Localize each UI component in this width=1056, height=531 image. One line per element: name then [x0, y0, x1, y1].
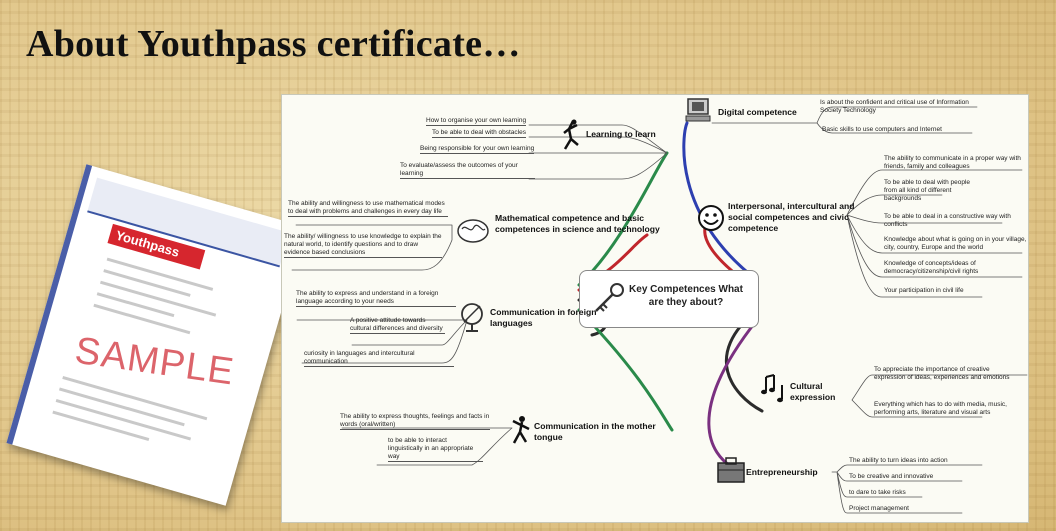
- branch-cultural: Cultural expression: [790, 381, 836, 402]
- leaf-interpersonal-3: To be able to deal in a constructive way…: [884, 213, 1011, 228]
- leaf-entrepreneurship-1: The ability to turn ideas into action: [849, 457, 948, 464]
- leaf-learning-4: To evaluate/assess the outcomes of your …: [400, 162, 535, 179]
- key-icon: [595, 283, 624, 312]
- leaf-mother-1: The ability to express thoughts, feeling…: [340, 413, 490, 430]
- leaf-learning-2: To be able to deal with obstacles: [432, 129, 526, 138]
- branch-learning-to-learn: Learning to learn: [586, 129, 656, 139]
- slide-title: About Youthpass certificate…: [26, 23, 521, 65]
- computer-icon: [685, 98, 711, 122]
- leaf-interpersonal-6: Your participation in civil life: [884, 287, 964, 294]
- leaf-digital-2: Basic skills to use computers and Intern…: [822, 126, 942, 133]
- leaf-cultural-2: Everything which has to do with media, m…: [874, 401, 1007, 416]
- branch-interpersonal: Interpersonal, intercultural and social …: [728, 201, 855, 233]
- leaf-interpersonal-1: The ability to communicate in a proper w…: [884, 155, 1021, 170]
- leaf-mother-2: to be able to interact linguistically in…: [388, 437, 483, 462]
- globe-icon: [461, 303, 483, 332]
- leaf-interpersonal-4: Knowledge about what is going on in your…: [884, 236, 1027, 251]
- center-node-label: Key Competences What are they about?: [629, 284, 743, 308]
- leaf-learning-1: How to organise your own learning: [426, 117, 527, 126]
- climber-icon: [563, 119, 579, 150]
- leaf-math-1: The ability and willingness to use mathe…: [288, 200, 448, 217]
- leaf-math-2: The ability/ willingness to use knowledg…: [284, 233, 442, 258]
- leaf-learning-3: Being responsible for your own learning: [420, 145, 535, 154]
- branch-entrepreneurship: Entrepreneurship: [746, 467, 818, 477]
- music-notes-icon: [761, 374, 783, 403]
- leaf-entrepreneurship-3: to dare to take risks: [849, 489, 906, 496]
- leaf-interpersonal-5: Knowledge of concepts/ideas of democracy…: [884, 260, 979, 275]
- mind-map: Key Competences What are they about? Lea…: [281, 94, 1029, 523]
- smiley-icon: [698, 205, 724, 231]
- dancer-icon: [512, 416, 530, 444]
- leaf-foreign-2: A positive attitude towards cultural dif…: [350, 317, 445, 334]
- leaf-foreign-1: The ability to express and understand in…: [296, 290, 456, 307]
- certificate-image: Youthpass SAMPLE: [6, 164, 306, 506]
- leaf-interpersonal-2: To be able to deal with people from all …: [884, 179, 971, 202]
- briefcase-icon: [717, 457, 745, 483]
- leaf-cultural-1: To appreciate the importance of creative…: [874, 366, 1010, 381]
- branch-digital: Digital competence: [718, 107, 797, 117]
- top-strip: [0, 0, 1056, 8]
- branch-mathematical: Mathematical competence and basic compet…: [495, 213, 660, 234]
- branch-foreign-languages: Communication in foreign languages: [490, 307, 597, 328]
- leaf-entrepreneurship-4: Project management: [849, 505, 909, 512]
- leaf-foreign-3: curiosity in languages and intercultural…: [304, 350, 454, 367]
- certificate-text-line: [103, 269, 191, 297]
- leaf-digital-1: Is about the confident and critical use …: [820, 99, 969, 114]
- leaf-entrepreneurship-2: To be creative and innovative: [849, 473, 934, 480]
- branch-mother-tongue: Communication in the mother tongue: [534, 421, 656, 442]
- brain-icon: [457, 219, 489, 243]
- certificate-text-line: [96, 292, 175, 318]
